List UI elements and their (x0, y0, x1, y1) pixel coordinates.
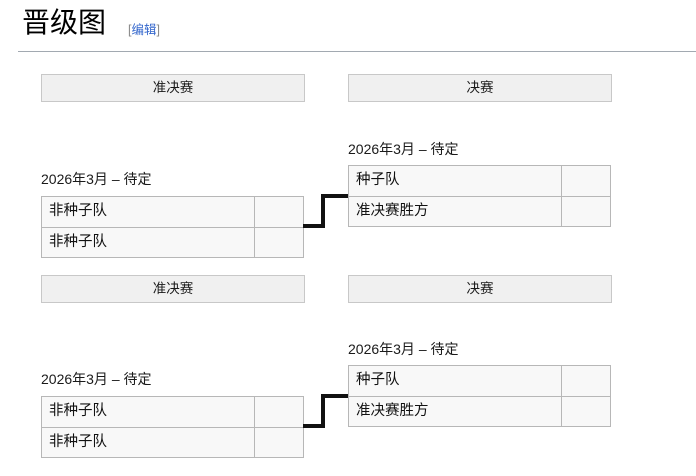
match-date-final-lower: 2026年3月 – 待定 (348, 341, 459, 357)
team-name-cell: 非种子队 (41, 197, 255, 227)
bracket-connector-lower-arm (303, 424, 325, 428)
match-date-semifinal-lower: 2026年3月 – 待定 (41, 371, 152, 387)
team-name-cell: 非种子队 (41, 428, 255, 457)
edit-bracket-open: [ (128, 23, 132, 37)
table-row[interactable]: 准决赛胜方 (348, 196, 611, 227)
score-cell (255, 428, 304, 457)
score-cell (562, 197, 611, 226)
table-row[interactable]: 种子队 (348, 165, 611, 196)
edit-section-link-wrapper: [编辑] (128, 22, 160, 38)
team-name-cell: 种子队 (348, 366, 562, 396)
score-cell (255, 397, 304, 427)
team-name-cell: 准决赛胜方 (348, 397, 562, 426)
bracket-connector-riser (321, 194, 325, 228)
match-table-semifinal-lower: 非种子队 非种子队 (41, 396, 304, 458)
match-date-final-upper: 2026年3月 – 待定 (348, 141, 459, 157)
title-underline-rule (18, 51, 696, 52)
match-date-semifinal-upper: 2026年3月 – 待定 (41, 171, 152, 187)
section-heading: 晋级图 [编辑] (0, 0, 696, 54)
team-name-cell: 准决赛胜方 (348, 197, 562, 226)
bracket-connector-upper-arm (321, 194, 350, 198)
team-name-cell: 非种子队 (41, 397, 255, 427)
score-cell (255, 228, 304, 257)
match-table-final-lower: 种子队 准决赛胜方 (348, 365, 611, 427)
score-cell (562, 366, 611, 396)
match-table-semifinal-upper: 非种子队 非种子队 (41, 196, 304, 258)
table-row[interactable]: 非种子队 (41, 196, 304, 227)
table-row[interactable]: 非种子队 (41, 396, 304, 427)
score-cell (255, 197, 304, 227)
table-row[interactable]: 准决赛胜方 (348, 396, 611, 427)
round-header-semifinal-upper: 准决赛 (41, 74, 305, 102)
edit-section-link[interactable]: 编辑 (131, 23, 157, 37)
bracket-connector-riser (321, 394, 325, 428)
score-cell (562, 166, 611, 196)
table-row[interactable]: 非种子队 (41, 227, 304, 258)
table-row[interactable]: 非种子队 (41, 427, 304, 458)
round-header-final-upper: 决赛 (348, 74, 612, 102)
page-title: 晋级图 (22, 8, 107, 39)
round-header-semifinal-lower: 准决赛 (41, 275, 305, 303)
round-header-final-lower: 决赛 (348, 275, 612, 303)
edit-bracket-close: ] (156, 23, 160, 37)
score-cell (562, 397, 611, 426)
team-name-cell: 非种子队 (41, 228, 255, 257)
team-name-cell: 种子队 (348, 166, 562, 196)
table-row[interactable]: 种子队 (348, 365, 611, 396)
bracket-connector-lower-arm (303, 224, 325, 228)
match-table-final-upper: 种子队 准决赛胜方 (348, 165, 611, 227)
bracket-connector-upper-arm (321, 394, 350, 398)
